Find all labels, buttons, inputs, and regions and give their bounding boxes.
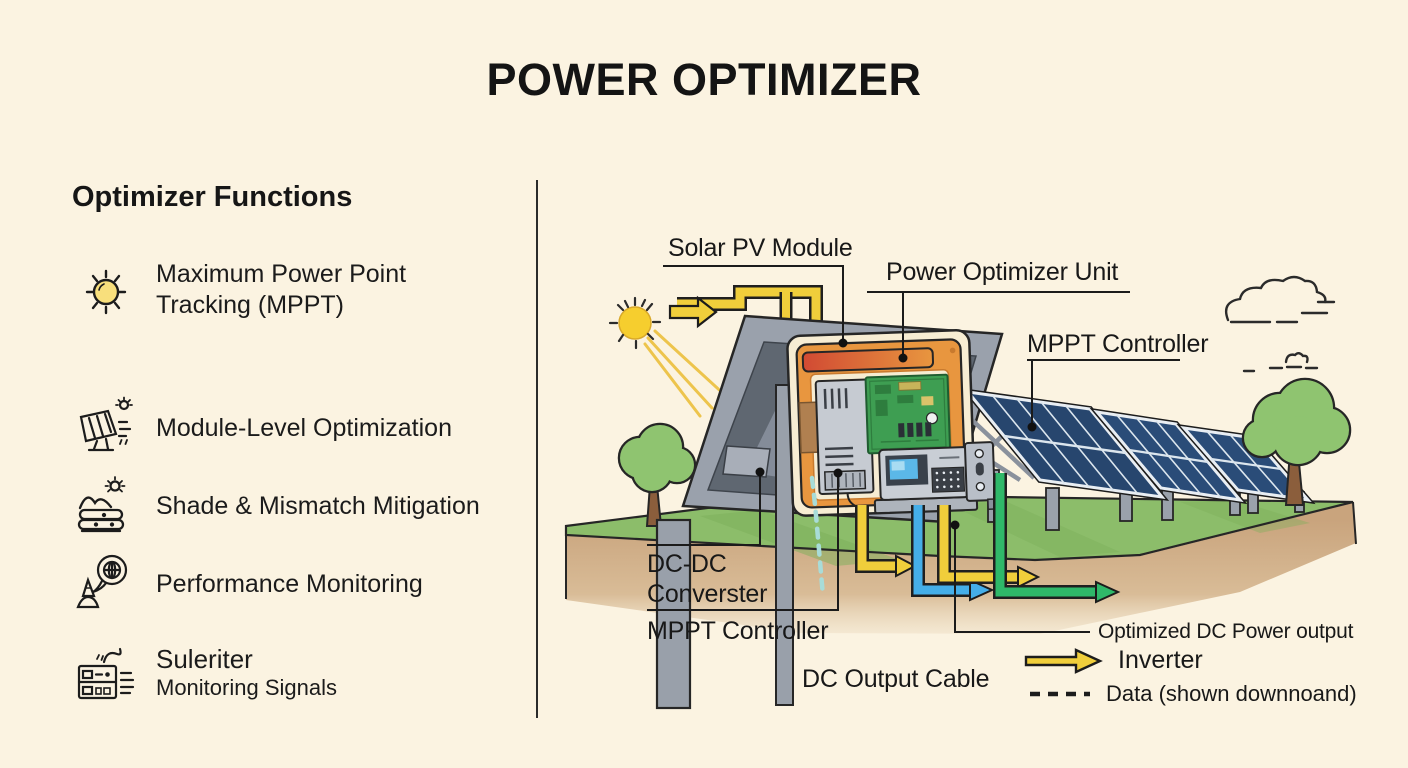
monitoring-device-icon <box>77 647 135 700</box>
label-optimized-dc-power-output: Optimized DC Power output <box>1098 620 1354 643</box>
label-dc-dc-line2: Converster <box>647 580 768 608</box>
solar-array-graphic <box>960 387 1316 531</box>
solar-panel-icon <box>79 396 133 452</box>
divider-line <box>536 180 538 718</box>
array-panel-3 <box>1176 423 1316 505</box>
label-mppt-controller-right: MPPT Controller <box>1027 330 1209 358</box>
label-dc-output-cable: DC Output Cable <box>802 665 990 693</box>
optimizer-functions-heading: Optimizer Functions <box>72 181 353 213</box>
function-item-shade: Shade & Mismatch Mitigation <box>74 474 480 538</box>
label-solar-pv-module: Solar PV Module <box>668 234 853 262</box>
sunlight-arrow-icon <box>668 295 718 329</box>
sun-illustration-icon <box>608 296 743 426</box>
label-power-optimizer-unit: Power Optimizer Unit <box>886 258 1119 286</box>
leader-lines <box>647 265 1180 633</box>
label-mppt-controller-bottom: MPPT Controller <box>647 617 829 645</box>
array-panel-2 <box>1089 407 1248 505</box>
left-tree-icon <box>617 422 697 527</box>
dashed-line-icon <box>1030 691 1090 697</box>
ground-graphic <box>564 495 1357 634</box>
function-label: Shade & Mismatch Mitigation <box>156 491 480 520</box>
function-item-monitoring-signals: Suleriter Monitoring Signals <box>74 640 337 704</box>
right-tree-icon <box>1241 377 1352 506</box>
legend-inverter-row: Inverter <box>1024 646 1203 675</box>
function-item-performance: Performance Monitoring <box>74 552 423 616</box>
power-flow-arrows <box>855 473 1121 604</box>
function-label: Performance Monitoring <box>156 569 423 598</box>
yellow-arrow-icon <box>1024 647 1103 674</box>
array-panel-1 <box>960 387 1170 502</box>
clouds-icon <box>1224 275 1336 373</box>
sun-icon <box>85 269 127 315</box>
function-item-module-level: Module-Level Optimization <box>74 396 452 460</box>
optimizer-unit-graphic <box>786 329 1001 517</box>
legend-data-label: Data (shown downnoand) <box>1106 681 1357 706</box>
person-speech-bubble-icon <box>76 554 128 609</box>
data-dash-line <box>809 475 826 599</box>
function-item-mppt: Maximum Power Point Tracking (MPPT) <box>74 258 441 322</box>
leader-dots <box>755 338 1037 530</box>
label-dc-dc-converter: DC-DC Converster <box>647 549 767 609</box>
function-label: Suleriter <box>156 643 253 674</box>
legend-data-row: Data (shown downnoand) <box>1028 681 1357 707</box>
label-dc-dc-line1: DC-DC <box>647 550 727 578</box>
function-sublabel: Monitoring Signals <box>156 674 337 700</box>
function-label: Maximum Power Point Tracking (MPPT) <box>156 260 407 319</box>
shade-hills-icon <box>77 476 126 533</box>
page-title: POWER OPTIMIZER <box>486 54 922 105</box>
function-label: Module-Level Optimization <box>156 413 452 442</box>
legend-inverter-label: Inverter <box>1118 646 1203 674</box>
array-braces-graphic <box>966 412 1044 482</box>
